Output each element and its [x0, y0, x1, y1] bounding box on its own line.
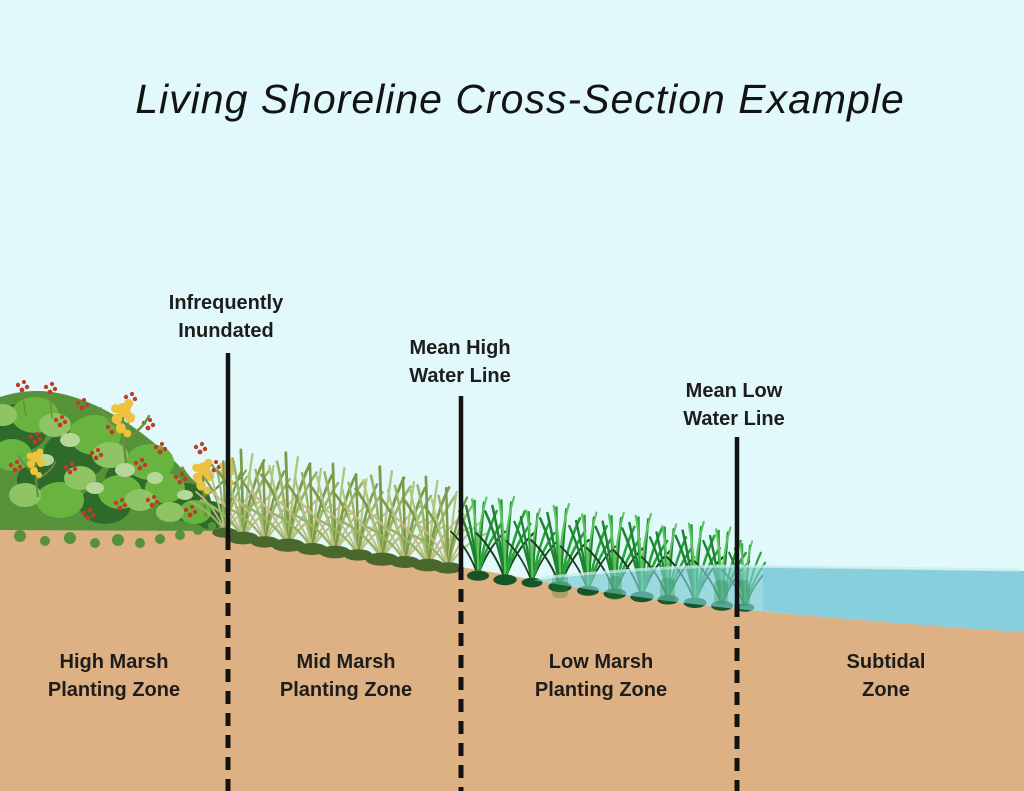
label-line: Subtidal	[846, 651, 926, 673]
label-line: Water Line	[683, 408, 785, 430]
label-line: Mid Marsh	[296, 651, 396, 673]
label-mean-low-water-line: Mean Low Water Line	[683, 377, 785, 433]
label-line: Planting Zone	[47, 679, 181, 701]
label-line: Zone	[862, 679, 910, 701]
label-line: Mean Low	[685, 380, 783, 402]
label-line: Inundated	[178, 320, 274, 342]
label-line: Low Marsh	[548, 651, 654, 673]
label-subtidal-zone: Subtidal Zone	[847, 648, 926, 704]
label-line: Planting Zone	[279, 679, 413, 701]
label-line: High Marsh	[59, 651, 169, 673]
label-mean-high-water-line: Mean High Water Line	[409, 334, 511, 390]
label-infrequently-inundated: Infrequently Inundated	[169, 289, 283, 345]
label-mid-marsh-planting-zone: Mid Marsh Planting Zone	[280, 648, 412, 704]
label-line: Planting Zone	[534, 679, 668, 701]
diagram-title: Living Shoreline Cross-Section Example	[135, 76, 905, 122]
high-marsh-shrubs	[0, 379, 248, 548]
sand-substrate	[0, 514, 1024, 791]
label-line: Water Line	[409, 365, 511, 387]
label-line: Mean High	[409, 337, 511, 359]
label-line: Infrequently	[168, 292, 284, 314]
label-low-marsh-planting-zone: Low Marsh Planting Zone	[535, 648, 667, 704]
label-high-marsh-planting-zone: High Marsh Planting Zone	[48, 648, 180, 704]
grass-reflections	[552, 572, 750, 606]
water-deep	[763, 567, 1024, 632]
